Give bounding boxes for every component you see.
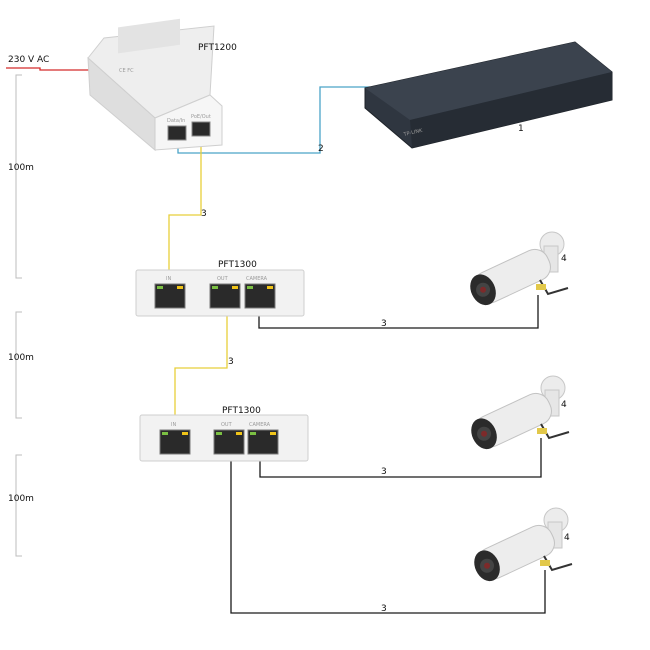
injector-ce-mark: CE FC	[119, 68, 134, 74]
extender2-out-label: OUT	[221, 422, 233, 428]
distance-bracket-1	[15, 74, 22, 279]
camera3-number: 4	[564, 533, 570, 543]
switch-brand: TP-LINK	[402, 128, 424, 139]
distance-bracket-2	[15, 311, 22, 419]
camera-2	[471, 375, 570, 450]
poe-injector-pft1200: CE FC Data/In PoE/Out	[87, 18, 223, 152]
distance-label-3: 100m	[8, 494, 34, 504]
injector-port-in[interactable]	[167, 125, 187, 141]
camera3-cable-number: 3	[381, 604, 387, 614]
camera2-cable-number: 3	[381, 467, 387, 477]
extender-pft1300-top: IN OUT CAMERA	[135, 269, 305, 317]
extender-pft1300-bottom: IN OUT CAMERA	[139, 414, 309, 462]
extender1-camera-label: CAMERA	[246, 276, 268, 282]
extender1-model-label: PFT1300	[218, 260, 257, 270]
extender2-camera-label: CAMERA	[249, 422, 271, 428]
poe-cable-1-number: 3	[201, 209, 207, 219]
extender2-model-label: PFT1300	[222, 406, 261, 416]
distance-label-1: 100m	[8, 163, 34, 173]
injector-port-out[interactable]	[191, 121, 211, 137]
distance-label-2: 100m	[8, 353, 34, 363]
distance-bracket-3	[15, 454, 22, 557]
network-switch: TP-LINK	[364, 41, 613, 149]
camera1-number: 4	[561, 254, 567, 264]
camera3-cable	[230, 445, 546, 614]
power-label: 230 V AC	[8, 55, 49, 65]
power-cable	[6, 67, 92, 71]
injector-port-out-label: PoE/Out	[191, 114, 211, 120]
poe-cable-2-number: 3	[228, 357, 234, 367]
camera-3	[474, 507, 573, 582]
uplink-cable-number: 2	[318, 144, 324, 154]
camera1-cable-number: 3	[381, 319, 387, 329]
extender1-in-label: IN	[166, 276, 171, 282]
poe-cable-injector-to-extender1	[168, 140, 202, 272]
camera2-number: 4	[561, 400, 567, 410]
injector-port-in-label: Data/In	[167, 118, 185, 124]
distance-scale	[15, 74, 22, 557]
extender2-in-label: IN	[171, 422, 176, 428]
poe-cable-extender1-to-extender2	[174, 300, 228, 416]
switch-number: 1	[518, 124, 524, 134]
camera-1	[470, 231, 569, 306]
injector-model-label: PFT1200	[198, 43, 237, 53]
extender1-out-label: OUT	[217, 276, 229, 282]
